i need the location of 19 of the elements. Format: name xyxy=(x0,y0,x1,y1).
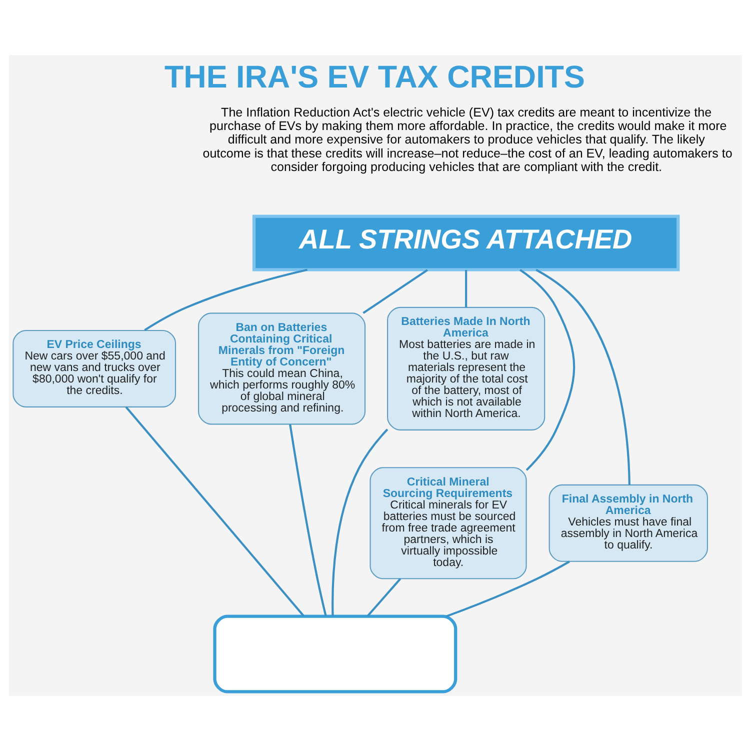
connector xyxy=(519,268,575,470)
node-box: Ban on Batteries Containing Critical Minerals from "Foreign Entity of Concern" This could mean China, which performs roughly 80% of global mineral processing and refining. xyxy=(198,312,366,424)
node-box: Batteries Made In North America Most batteries are made in the U.S., but raw materials represent the majority of the total cost of the battery, most of which is not available within North America. xyxy=(386,306,545,430)
diagram-title: THE IRA'S EV TAX CREDITS xyxy=(164,59,584,94)
node-box xyxy=(212,614,457,693)
node-box: ALL STRINGS ATTACHED xyxy=(252,214,680,271)
connector xyxy=(445,560,570,617)
node-box: Critical Mineral Sourcing Requirements Critical minerals for EV batteries must be sourced from free trade agreement partners, which is virtually impossible today. xyxy=(369,466,526,579)
node-box: Final Assembly in North America Vehicles must have final assembly in North America to qualify. xyxy=(548,484,708,562)
connector xyxy=(362,268,428,314)
connector xyxy=(124,406,304,616)
connector xyxy=(331,428,388,616)
node-box: EV Price Ceilings New cars over $55,000 and new vans and trucks over $80,000 won't qualify for the credits. xyxy=(12,329,176,407)
connector xyxy=(366,578,401,616)
label: The Inflation Reduction Act's electric vehicle (EV) tax credits are meant to incentivize the purchase of EVs by making them more affordable. In practice, the credits would make it more difficult and more expensive for automakers to produce vehicles that qualify. The likely outcome is that these credits will increase–not reduce–the cost of an EV, leading automakers to consider forgoing producing vehicles that are compliant with the credit. xyxy=(202,104,732,174)
connector xyxy=(464,270,467,307)
connector xyxy=(535,268,630,484)
connector xyxy=(144,268,308,331)
connector xyxy=(288,424,326,616)
